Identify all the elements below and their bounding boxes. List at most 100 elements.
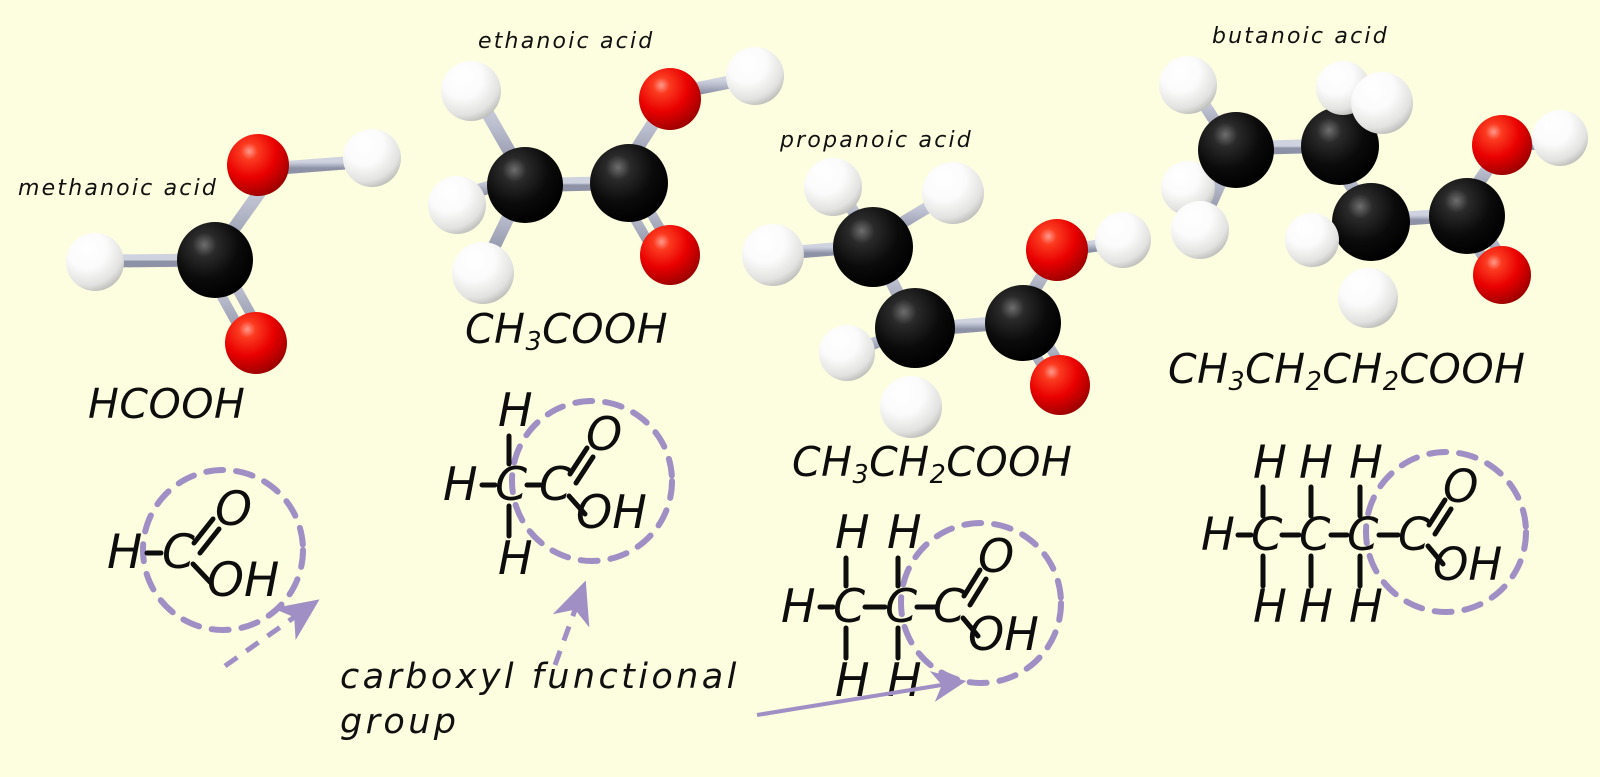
atom-hydrogen: [742, 224, 804, 286]
atom-carbon: [833, 207, 913, 287]
atom-label-oh: OH: [968, 607, 1039, 661]
atom-label-c: C: [162, 525, 195, 580]
atom-oxygen: [639, 68, 701, 130]
ball-stick-model-propanoic: [742, 158, 1151, 438]
bond-c-o-b: [967, 576, 989, 608]
formula-text: CH3CH2COOH: [792, 438, 1073, 489]
atom-hydrogen: [804, 158, 862, 216]
atom-hydrogen: [1285, 213, 1339, 267]
atom-hydrogen: [1159, 56, 1217, 114]
atom-label-h-bottom-1: H: [835, 653, 870, 707]
atom-label-h-top: H: [498, 383, 533, 437]
molecule-name-butanoic: butanoic acid: [1212, 24, 1389, 49]
ball-stick-model-methanoic: [40, 40, 401, 380]
condensed-formula-butanoic: CH3CH2CH2COOH: [1168, 345, 1526, 396]
atom-hydrogen: [1171, 201, 1229, 259]
structural-formula-butanoic: H C C C C H H H H H H O OH: [1195, 436, 1555, 633]
bond-c-o-a: [191, 516, 216, 546]
atom-label-oh: OH: [207, 553, 279, 608]
carboxyl-highlight-circle: [140, 467, 306, 633]
atom-label-o: O: [1443, 460, 1478, 513]
atom-label-c3: C: [1347, 508, 1379, 561]
bond-c-o-b: [573, 454, 596, 486]
formula-text: CH3CH2CH2COOH: [1168, 345, 1526, 396]
atoms-propanoic: [742, 158, 1151, 438]
atom-label-c2: C: [885, 579, 917, 633]
formula-text: CH3COOH: [465, 305, 669, 356]
atom-label-c2: C: [1299, 508, 1331, 561]
atom-label-c1: C: [833, 579, 865, 633]
atom-hydrogen: [441, 61, 501, 121]
bond-c-o-a: [1426, 497, 1448, 528]
atom-oxygen: [227, 134, 289, 196]
atom-carbon: [177, 222, 253, 298]
atom-label-c1: C: [1251, 508, 1283, 561]
atom-label-c: C: [495, 457, 527, 511]
condensed-formula-ethanoic: CH3COOH: [465, 305, 669, 356]
bond-c-o-b: [197, 526, 222, 556]
bond-c-o-b: [1432, 506, 1454, 537]
atom-label-o: O: [978, 529, 1014, 583]
atom-oxygen: [225, 312, 287, 374]
bond-c-oh: [960, 615, 981, 639]
molecule-name-methanoic: methanoic acid: [18, 176, 219, 201]
atom-label-h-top-2: H: [887, 505, 922, 559]
atom-label-h-top-1: H: [835, 505, 870, 559]
atom-carbon: [1301, 107, 1379, 185]
structural-formula-ethanoic: H C H H C O OH: [435, 383, 695, 585]
bond-c-oh: [566, 493, 588, 517]
atom-hydrogen: [1095, 212, 1151, 268]
atom-label-c-carboxyl: C: [1398, 508, 1430, 561]
atom-label-h: H: [781, 579, 816, 633]
atom-label-h: H: [107, 525, 142, 580]
bond-c-oh: [190, 561, 213, 585]
atom-hydrogen: [428, 176, 486, 234]
carboxyl-highlight-circle: [509, 398, 675, 564]
atom-hydrogen: [880, 376, 942, 438]
ball-stick-model-butanoic: [1140, 50, 1588, 328]
atom-label-h-bottom-1: H: [1253, 580, 1287, 633]
atom-label-h-top-1: H: [1253, 436, 1287, 489]
atom-hydrogen: [922, 162, 984, 224]
atom-hydrogen: [726, 47, 784, 105]
structural-formula-propanoic: H C C C H H H H O OH: [775, 505, 1075, 707]
atoms-methanoic: [66, 129, 401, 374]
atom-label-h-bottom: H: [498, 531, 533, 585]
atom-carbon: [875, 288, 955, 368]
atom-hydrogen: [1338, 268, 1398, 328]
molecule-name-ethanoic: ethanoic acid: [478, 29, 655, 54]
atom-hydrogen: [452, 242, 514, 304]
ball-stick-model-ethanoic: [425, 45, 785, 335]
formula-text: HCOOH: [88, 380, 246, 428]
condensed-formula-propanoic: CH3CH2COOH: [792, 438, 1073, 489]
bond-c-o-a: [961, 567, 983, 599]
atom-oxygen: [640, 225, 700, 285]
atom-carbon: [1332, 183, 1410, 261]
molecule-name-propanoic: propanoic acid: [780, 128, 973, 153]
atom-label-h-top-3: H: [1349, 436, 1383, 489]
atom-hydrogen: [343, 129, 401, 187]
atom-label-h-top-2: H: [1299, 436, 1333, 489]
atom-hydrogen: [1532, 110, 1588, 166]
bond-c-oh: [1425, 543, 1446, 567]
atom-carbon: [487, 147, 563, 223]
atoms-butanoic: [1159, 56, 1588, 328]
atom-hydrogen: [66, 233, 124, 291]
carboxyl-highlight-circle: [898, 520, 1064, 686]
atom-label-h-bottom-3: H: [1349, 580, 1383, 633]
atom-hydrogen: [1351, 72, 1413, 134]
atom-oxygen: [1026, 219, 1088, 281]
atom-hydrogen: [819, 325, 875, 381]
atom-label-h-bottom-2: H: [887, 653, 922, 707]
structural-formula-methanoic: H C O OH: [95, 465, 345, 655]
atom-carbon: [1198, 112, 1274, 188]
atom-oxygen: [1473, 246, 1531, 304]
carboxyl-highlight-circle: [1363, 449, 1529, 615]
atom-carbon: [1429, 178, 1505, 254]
atom-oxygen: [1030, 355, 1090, 415]
atom-label-h: H: [1201, 508, 1235, 561]
condensed-formula-methanoic: HCOOH: [88, 380, 245, 428]
bond-c-o-a: [567, 445, 590, 477]
carboxyl-functional-group-caption: carboxyl functional group: [340, 657, 740, 742]
